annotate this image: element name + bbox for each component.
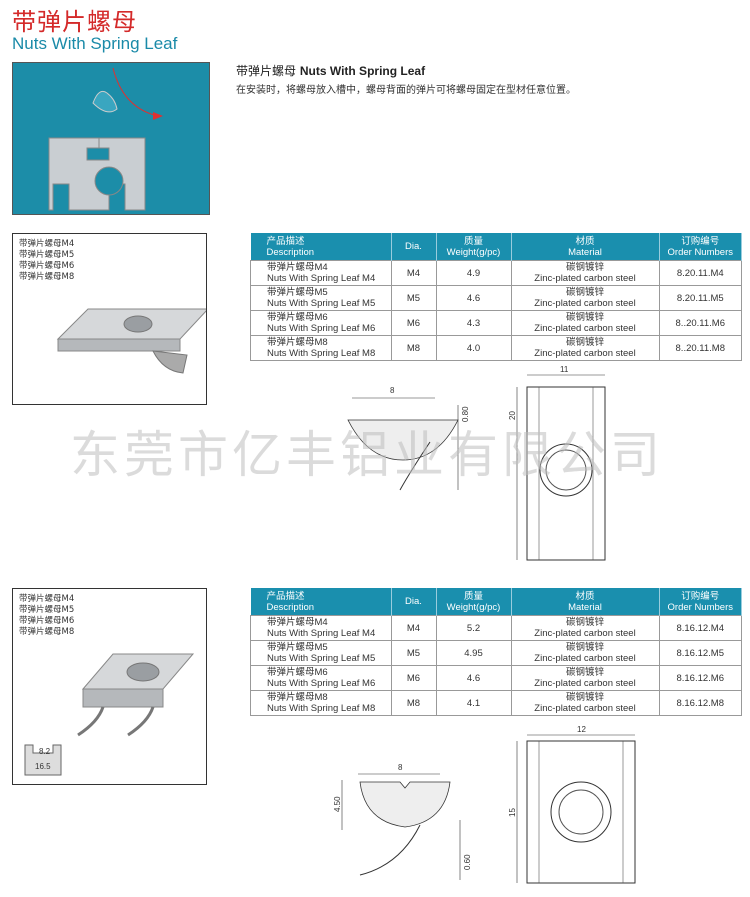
intro-title-cn: 带弹片螺母 [236, 64, 297, 78]
cell-order-number: 8.16.12.M5 [658, 640, 742, 666]
cell-dia: M8 [390, 690, 437, 716]
col-dia: Dia. [391, 233, 437, 261]
slot-outer-dim: 16.5 [35, 762, 51, 771]
product-labels: 带弹片螺母M4 带弹片螺母M5 带弹片螺母M6 带弹片螺母M8 [19, 594, 206, 638]
intro-text: 在安装时，将螺母放入槽中，螺母背面的弹片可将螺母固定在型材任意位置。 [236, 85, 576, 96]
intro-title: 带弹片螺母 Nuts With Spring Leaf [236, 62, 425, 79]
dim-top-width: 11 [560, 365, 569, 374]
watermark: 东莞市亿丰铝业有限公司 [70, 426, 664, 484]
cell-weight: 4.3 [435, 310, 512, 336]
product-label: 带弹片螺母M5 [19, 605, 75, 615]
slot-inner-dim: 8.2 [39, 747, 51, 756]
cell-dia: M4 [390, 260, 437, 286]
product-label: 带弹片螺母M5 [19, 250, 75, 260]
cell-weight: 4.9 [435, 260, 512, 286]
slot-profile-drawing: 8.2 16.5 [24, 744, 62, 776]
dim-side-width: 8 [390, 386, 395, 395]
cell-order-number: 8.16.12.M8 [658, 690, 742, 716]
cell-weight: 5.2 [435, 615, 512, 641]
product-label: 带弹片螺母M8 [19, 627, 75, 637]
product-image-box-2: 带弹片螺母M4 带弹片螺母M5 带弹片螺母M6 带弹片螺母M8 8.2 16.5 [12, 588, 207, 785]
side-drawing-1: 8 0.80 [347, 386, 470, 491]
product-label: 带弹片螺母M6 [19, 261, 75, 271]
installation-illustration [12, 62, 210, 215]
product-label: 带弹片螺母M4 [19, 594, 75, 604]
dim-side-height: 4.50 [333, 796, 342, 812]
product-image-box-1: 带弹片螺母M4 带弹片螺母M5 带弹片螺母M6 带弹片螺母M8 [12, 233, 207, 405]
cell-dia: M8 [390, 335, 437, 361]
cell-order-number: 8.20.11.M5 [658, 285, 742, 311]
cell-order-number: 8..20.11.M8 [658, 335, 742, 361]
dim-top-width: 12 [577, 725, 586, 734]
product-label: 带弹片螺母M6 [19, 616, 75, 626]
cell-dia: M5 [390, 640, 437, 666]
product-labels: 带弹片螺母M4 带弹片螺母M5 带弹片螺母M6 带弹片螺母M8 [19, 239, 206, 283]
col-dia: Dia. [391, 588, 437, 616]
dim-side-width: 8 [398, 763, 403, 772]
dim-side-thickness: 0.80 [461, 406, 470, 422]
intro-title-en: Nuts With Spring Leaf [299, 64, 426, 78]
nut-render-2 [77, 653, 195, 737]
cell-dia: M6 [390, 665, 437, 691]
top-drawing-2: 12 15 [508, 725, 636, 884]
cell-weight: 4.6 [435, 285, 512, 311]
dim-top-height: 15 [508, 808, 517, 817]
page-title-cn: 带弹片螺母 [12, 8, 137, 36]
cell-order-number: 8..20.11.M6 [658, 310, 742, 336]
cell-order-number: 8.20.11.M4 [658, 260, 742, 286]
side-drawing-2: 8 4.50 0.60 [333, 763, 472, 880]
cell-weight: 4.95 [435, 640, 512, 666]
product-label: 带弹片螺母M4 [19, 239, 75, 249]
cell-weight: 4.0 [435, 335, 512, 361]
top-drawing-1: 11 20 [508, 365, 606, 561]
dim-top-height: 20 [508, 411, 517, 420]
cell-dia: M4 [390, 615, 437, 641]
cell-order-number: 8.16.12.M6 [658, 665, 742, 691]
nut-render-1 [56, 308, 206, 374]
cell-dia: M5 [390, 285, 437, 311]
product-label: 带弹片螺母M8 [19, 272, 75, 282]
page-title-en: Nuts With Spring Leaf [12, 34, 178, 53]
cell-order-number: 8.16.12.M4 [658, 615, 742, 641]
dim-side-thickness: 0.60 [463, 854, 472, 870]
cell-weight: 4.6 [435, 665, 512, 691]
cell-weight: 4.1 [435, 690, 512, 716]
cell-dia: M6 [390, 310, 437, 336]
